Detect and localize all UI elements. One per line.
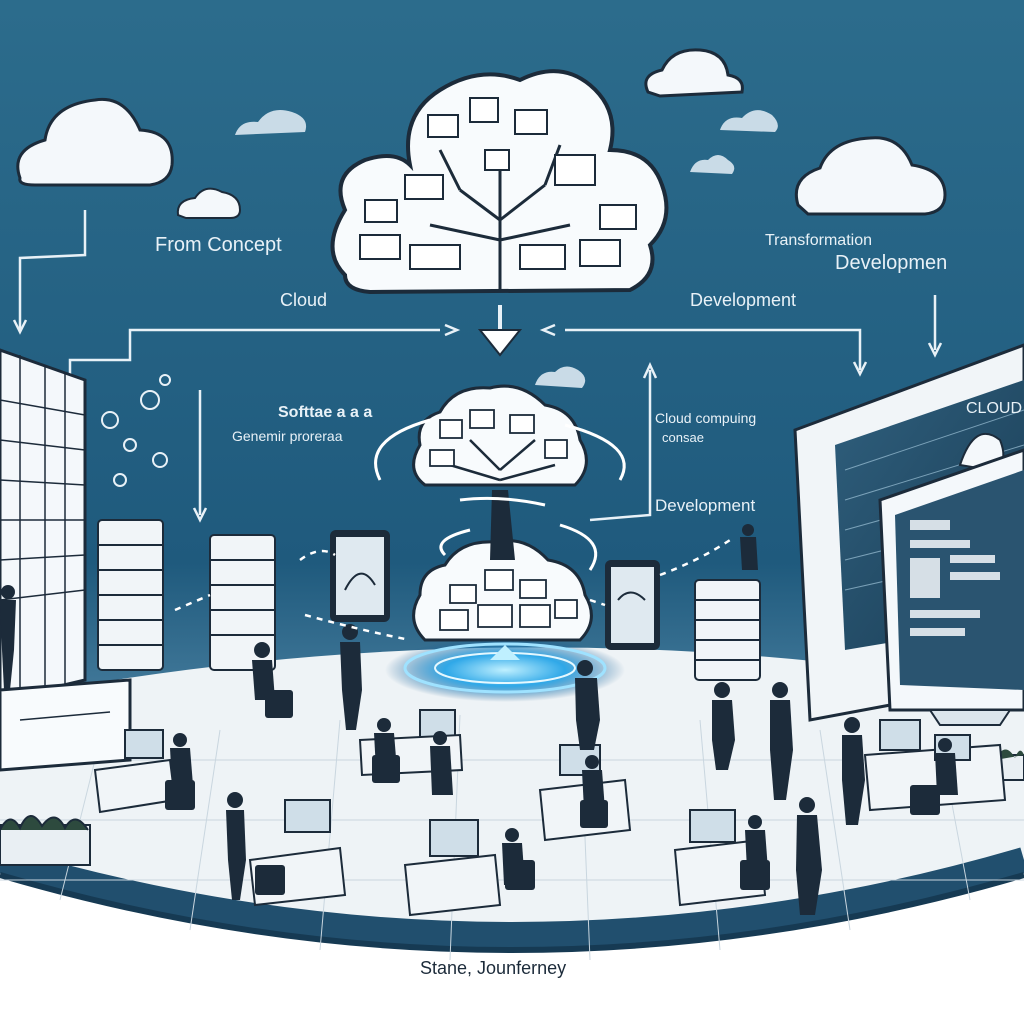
label-development-top: Development (690, 290, 797, 310)
person-icon (0, 585, 16, 690)
label-software: Softtae a a a (278, 404, 373, 421)
label-console: consae (662, 430, 704, 445)
arrow-icon (477, 305, 523, 357)
cloud-icon (794, 136, 947, 216)
cloud-icon (16, 97, 174, 187)
label-cloud-computing: Cloud compuing (655, 410, 757, 426)
glow-portal (385, 638, 625, 702)
cycle-arrows (374, 418, 626, 571)
cloud-icon (644, 48, 744, 98)
server-stack-icon (97, 519, 761, 681)
cloud-icon (176, 187, 242, 219)
label-generator: Genemir proreraa (232, 428, 343, 444)
chair-icon (165, 690, 940, 895)
network-nodes (101, 374, 171, 487)
dashed-connectors (174, 538, 731, 642)
arrow-icon (12, 210, 943, 523)
label-from-concept: From Concept (155, 234, 282, 256)
label-transformation: Transformation (765, 232, 872, 249)
label-monitor-cloud: CLOUD (966, 400, 1023, 417)
label-journey: Stane, Jounferney (420, 958, 567, 978)
person-icon (170, 524, 958, 915)
label-developmen: Developmen (835, 252, 948, 274)
cloud-icon (235, 109, 778, 388)
tablet-icon (330, 530, 660, 650)
office-building (0, 348, 132, 772)
label-cloud: Cloud (280, 290, 328, 310)
monitor-icon (878, 448, 1024, 726)
tree-icon (429, 144, 571, 290)
cloud-icon (412, 384, 593, 642)
tree-icon (449, 439, 556, 560)
label-development-mid: Development (655, 496, 756, 515)
cloud-icon (330, 69, 669, 295)
